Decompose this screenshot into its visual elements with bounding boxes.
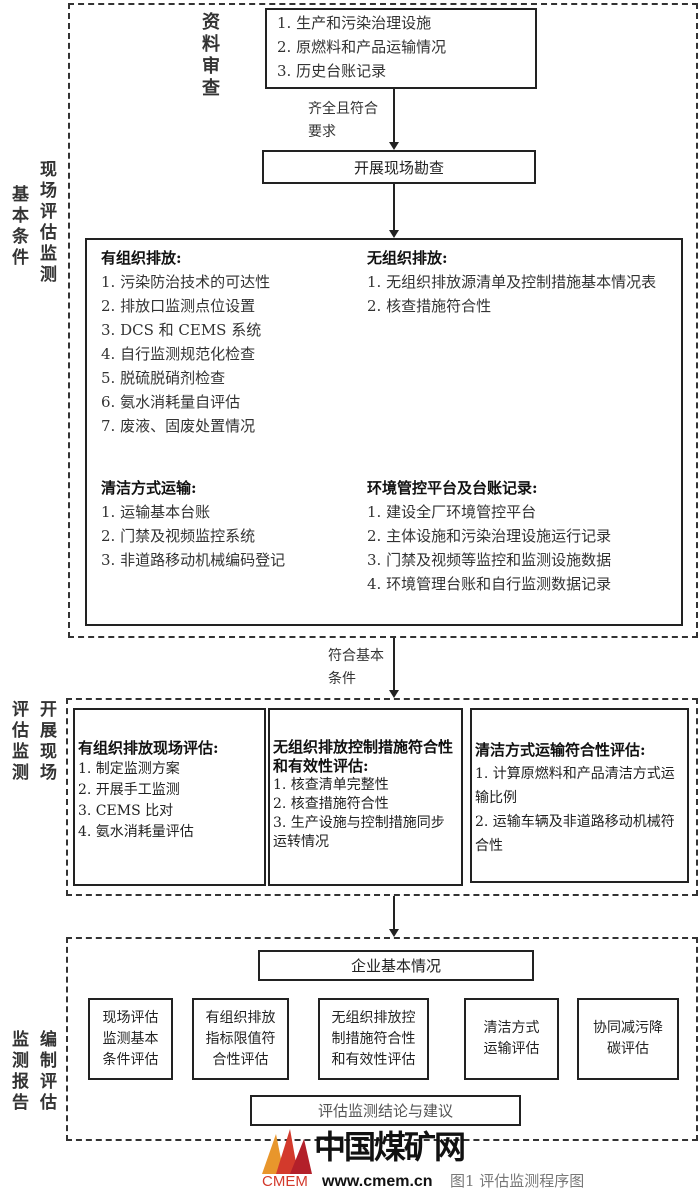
figure-caption: 图1 评估监测程序图 — [450, 1172, 585, 1190]
assessment-box-organized: 有组织排放现场评估: 1. 制定监测方案 2. 开展手工监测 3. CEMS 比… — [73, 708, 266, 886]
unorganized-title: 无组织排放: — [367, 249, 448, 267]
arrow-head-icon — [389, 690, 399, 698]
arrow2-label: 符合基本条件 — [328, 648, 384, 687]
list-item: 3. 生产设施与控制措施同步运转情况 — [273, 815, 445, 850]
review-item: 3. 历史台账记录 — [277, 62, 387, 80]
survey-box: 开展现场勘查 — [262, 150, 536, 184]
arrow-head-icon — [389, 929, 399, 937]
list-item: 2. 核查措施符合性 — [273, 796, 389, 812]
unorganized-emission: 无组织排放: 1. 无组织排放源清单及控制措施基本情况表 2. 核查措施符合性 — [367, 246, 667, 318]
report-box: 现场评估监测基本条件评估 — [88, 998, 173, 1080]
assessment-box-clean-transport: 清洁方式运输符合性评估: 1. 计算原燃料和产品清洁方式运输比例 2. 运输车辆… — [470, 708, 689, 883]
list-item: 6. 氨水消耗量自评估 — [101, 393, 241, 411]
list-item: 4. 氨水消耗量评估 — [78, 824, 194, 840]
organized-emission: 有组织排放: 1. 污染防治技术的可达性 2. 排放口监测点位设置 3. DCS… — [101, 246, 351, 438]
list-item: 7. 废液、固废处置情况 — [101, 417, 256, 435]
conclusion-box: 评估监测结论与建议 — [250, 1095, 521, 1126]
review-label: 资料审查 — [199, 12, 220, 100]
box-title: 清洁方式运输符合性评估: — [475, 741, 646, 759]
list-item: 2. 核查措施符合性 — [367, 297, 492, 315]
organized-title: 有组织排放: — [101, 249, 182, 267]
platform-title: 环境管控平台及台账记录: — [367, 479, 538, 497]
list-item: 3. 非道路移动机械编码登记 — [101, 551, 286, 569]
report-box: 无组织排放控制措施符合性和有效性评估 — [318, 998, 429, 1080]
review-item: 1. 生产和污染治理设施 — [277, 14, 432, 32]
watermark-logo: 中国煤矿网 CMEM www.cmem.cn — [262, 1127, 466, 1191]
list-item: 1. 制定监测方案 — [78, 761, 180, 777]
list-item: 5. 脱硫脱硝剂检查 — [101, 369, 226, 387]
list-item: 1. 核查清单完整性 — [273, 777, 389, 793]
watermark-url: www.cmem.cn — [322, 1173, 433, 1190]
arrow-line — [393, 896, 395, 930]
list-item: 4. 自行监测规范化检查 — [101, 345, 256, 363]
review-box: 1. 生产和污染治理设施 2. 原燃料和产品运输情况 3. 历史台账记录 — [265, 8, 537, 89]
section2-label-right: 开展现场 — [36, 700, 56, 784]
arrow-line — [393, 89, 395, 143]
arrow-line — [393, 184, 395, 230]
list-item: 3. 门禁及视频等监控和监测设施数据 — [367, 551, 612, 569]
logo-icon — [262, 1129, 312, 1174]
list-item: 2. 主体设施和污染治理设施运行记录 — [367, 527, 612, 545]
arrow-head-icon — [389, 142, 399, 150]
list-item: 1. 污染防治技术的可达性 — [101, 273, 271, 291]
section-basic-conditions — [68, 3, 698, 638]
enterprise-info-box: 企业基本情况 — [258, 950, 534, 981]
report-box: 协同减污降碳评估 — [577, 998, 679, 1080]
survey-content-box: 有组织排放: 1. 污染防治技术的可达性 2. 排放口监测点位设置 3. DCS… — [85, 238, 683, 626]
section1-label-right: 现场评估监测 — [36, 160, 56, 286]
report-box: 清洁方式运输评估 — [464, 998, 559, 1080]
section-onsite-assessment — [66, 698, 698, 896]
list-item: 2. 门禁及视频监控系统 — [101, 527, 256, 545]
list-item: 4. 环境管理台账和自行监测数据记录 — [367, 575, 612, 593]
section1-label-left: 基本条件 — [8, 185, 28, 269]
section2-label-left: 评估监测 — [8, 700, 28, 784]
box-title: 有组织排放现场评估: — [78, 739, 219, 757]
review-item: 2. 原燃料和产品运输情况 — [277, 38, 447, 56]
list-item: 2. 运输车辆及非道路移动机械符合性 — [475, 814, 675, 854]
list-item: 1. 运输基本台账 — [101, 503, 211, 521]
section-report — [66, 937, 698, 1141]
watermark-brand: CMEM — [262, 1173, 308, 1190]
list-item: 3. DCS 和 CEMS 系统 — [101, 321, 262, 339]
list-item: 1. 无组织排放源清单及控制措施基本情况表 — [367, 273, 657, 291]
clean-transport-title: 清洁方式运输: — [101, 479, 197, 497]
arrow1-label: 齐全且符合要求 — [308, 101, 378, 140]
clean-transport: 清洁方式运输: 1. 运输基本台账 2. 门禁及视频监控系统 3. 非道路移动机… — [101, 476, 351, 572]
list-item: 3. CEMS 比对 — [78, 803, 174, 819]
assessment-box-unorganized: 无组织排放控制措施符合性和有效性评估: 1. 核查清单完整性 2. 核查措施符合… — [268, 708, 463, 886]
platform-records: 环境管控平台及台账记录: 1. 建设全厂环境管控平台 2. 主体设施和污染治理设… — [367, 476, 677, 596]
box-title: 无组织排放控制措施符合性和有效性评估: — [273, 738, 454, 775]
list-item: 2. 排放口监测点位设置 — [101, 297, 256, 315]
watermark-name: 中国煤矿网 — [314, 1128, 466, 1166]
arrow-line — [393, 638, 395, 690]
list-item: 1. 建设全厂环境管控平台 — [367, 503, 537, 521]
list-item: 2. 开展手工监测 — [78, 782, 180, 798]
list-item: 1. 计算原燃料和产品清洁方式运输比例 — [475, 766, 675, 806]
section3-label-right: 编制评估 — [36, 1030, 56, 1114]
report-box: 有组织排放指标限值符合性评估 — [192, 998, 289, 1080]
section3-label-left: 监测报告 — [8, 1030, 28, 1114]
arrow-head-icon — [389, 230, 399, 238]
